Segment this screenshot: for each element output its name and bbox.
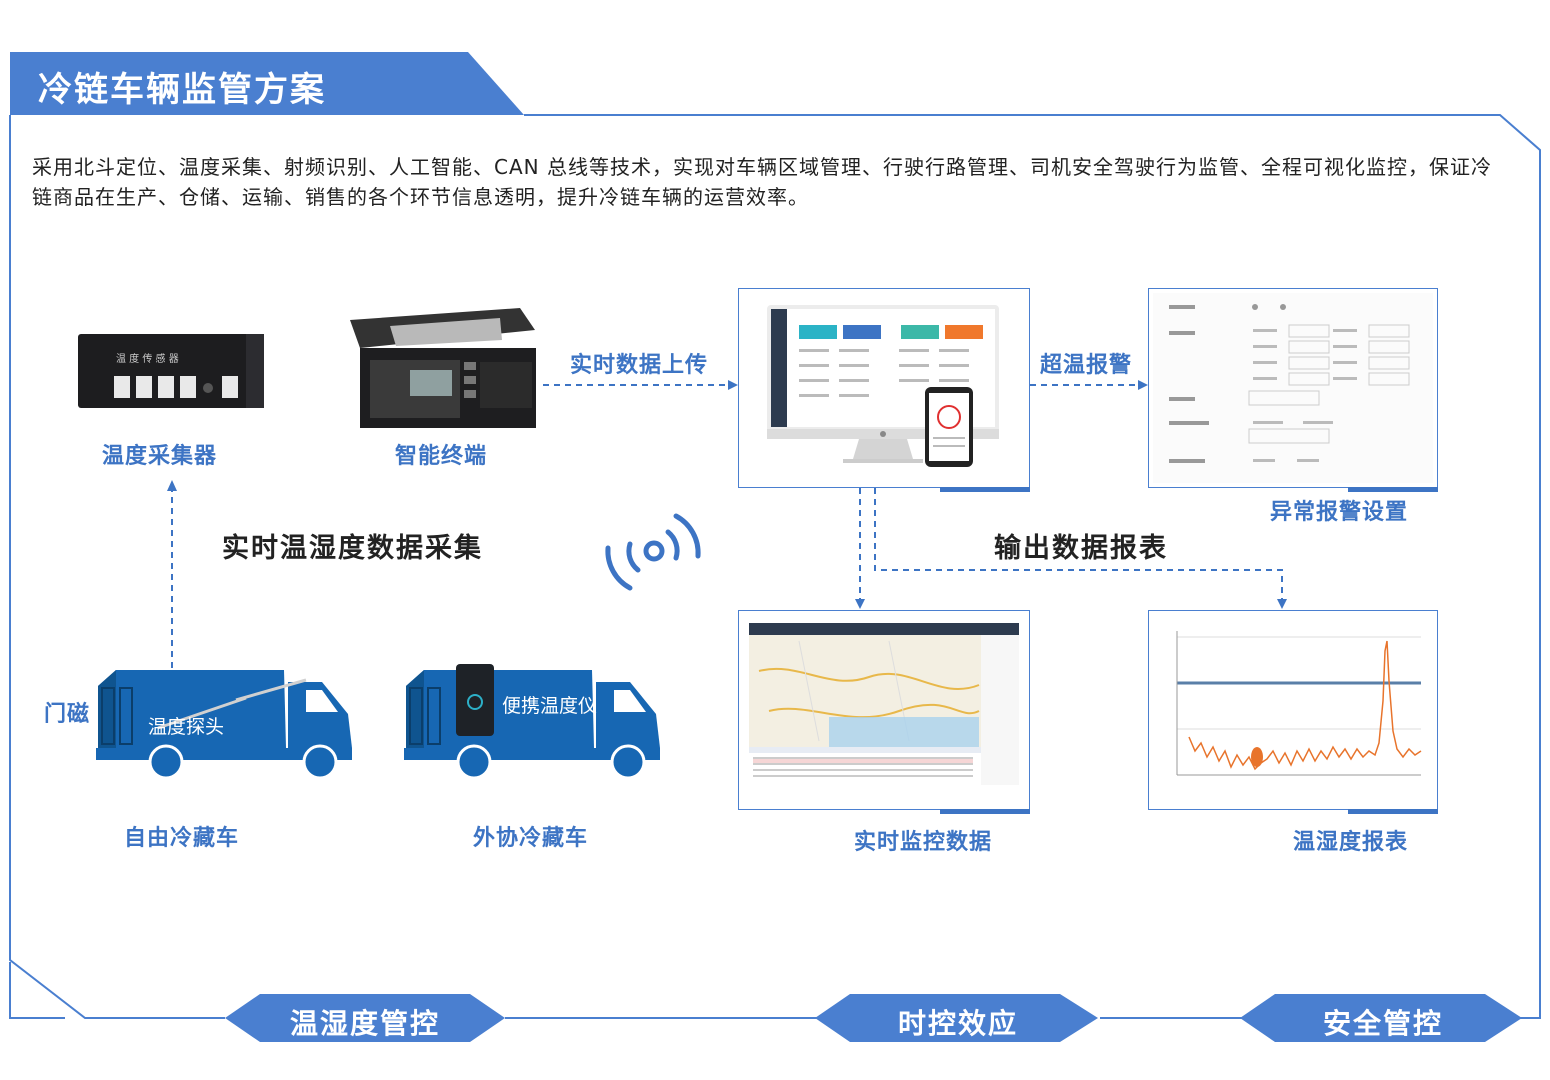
label-collect: 实时温湿度数据采集 bbox=[222, 533, 483, 564]
portable-thermometer-label: 便携温度仪 bbox=[502, 695, 598, 717]
label-report-out: 输出数据报表 bbox=[994, 533, 1168, 564]
label-overtemp: 超温报警 bbox=[1040, 353, 1133, 378]
probe-label: 温度探头 bbox=[148, 716, 225, 738]
label-monitor: 实时监控数据 bbox=[854, 830, 993, 855]
corner-accent bbox=[940, 809, 1030, 814]
tab-time-effect[interactable]: 时控效应 bbox=[898, 1007, 1019, 1040]
page-title: 冷链车辆监管方案 bbox=[38, 70, 326, 110]
label-report: 温湿度报表 bbox=[1293, 830, 1409, 855]
partner-truck-image bbox=[404, 664, 660, 780]
label-own-truck: 自由冷藏车 bbox=[124, 826, 240, 851]
collector-device-image: 温 度 传 感 器 bbox=[76, 330, 266, 410]
own-truck-image bbox=[96, 670, 352, 780]
wireless-signal-icon bbox=[605, 513, 701, 591]
label-partner-truck: 外协冷藏车 bbox=[473, 826, 589, 851]
label-upload: 实时数据上传 bbox=[570, 353, 709, 378]
collector-panel-label: 温 度 传 感 器 bbox=[116, 354, 179, 365]
tab-safety-control[interactable]: 安全管控 bbox=[1323, 1007, 1444, 1040]
door-sensor-label: 门磁 bbox=[44, 702, 91, 727]
report-screenshot bbox=[1148, 610, 1438, 814]
corner-accent bbox=[1348, 487, 1438, 492]
alarm-setting-screenshot bbox=[1148, 288, 1438, 492]
platform-screenshot bbox=[738, 288, 1030, 492]
intro-text: 采用北斗定位、温度采集、射频识别、人工智能、CAN 总线等技术，实现对车辆区域管… bbox=[32, 155, 1492, 209]
terminal-device-image bbox=[330, 300, 540, 435]
corner-accent bbox=[1348, 809, 1438, 814]
label-terminal: 智能终端 bbox=[395, 444, 488, 469]
label-alarm-setting: 异常报警设置 bbox=[1270, 500, 1409, 525]
monitor-screenshot bbox=[738, 610, 1030, 814]
tab-humidity-control[interactable]: 温湿度管控 bbox=[290, 1007, 441, 1040]
label-collector: 温度采集器 bbox=[102, 444, 218, 469]
corner-accent bbox=[940, 487, 1030, 492]
